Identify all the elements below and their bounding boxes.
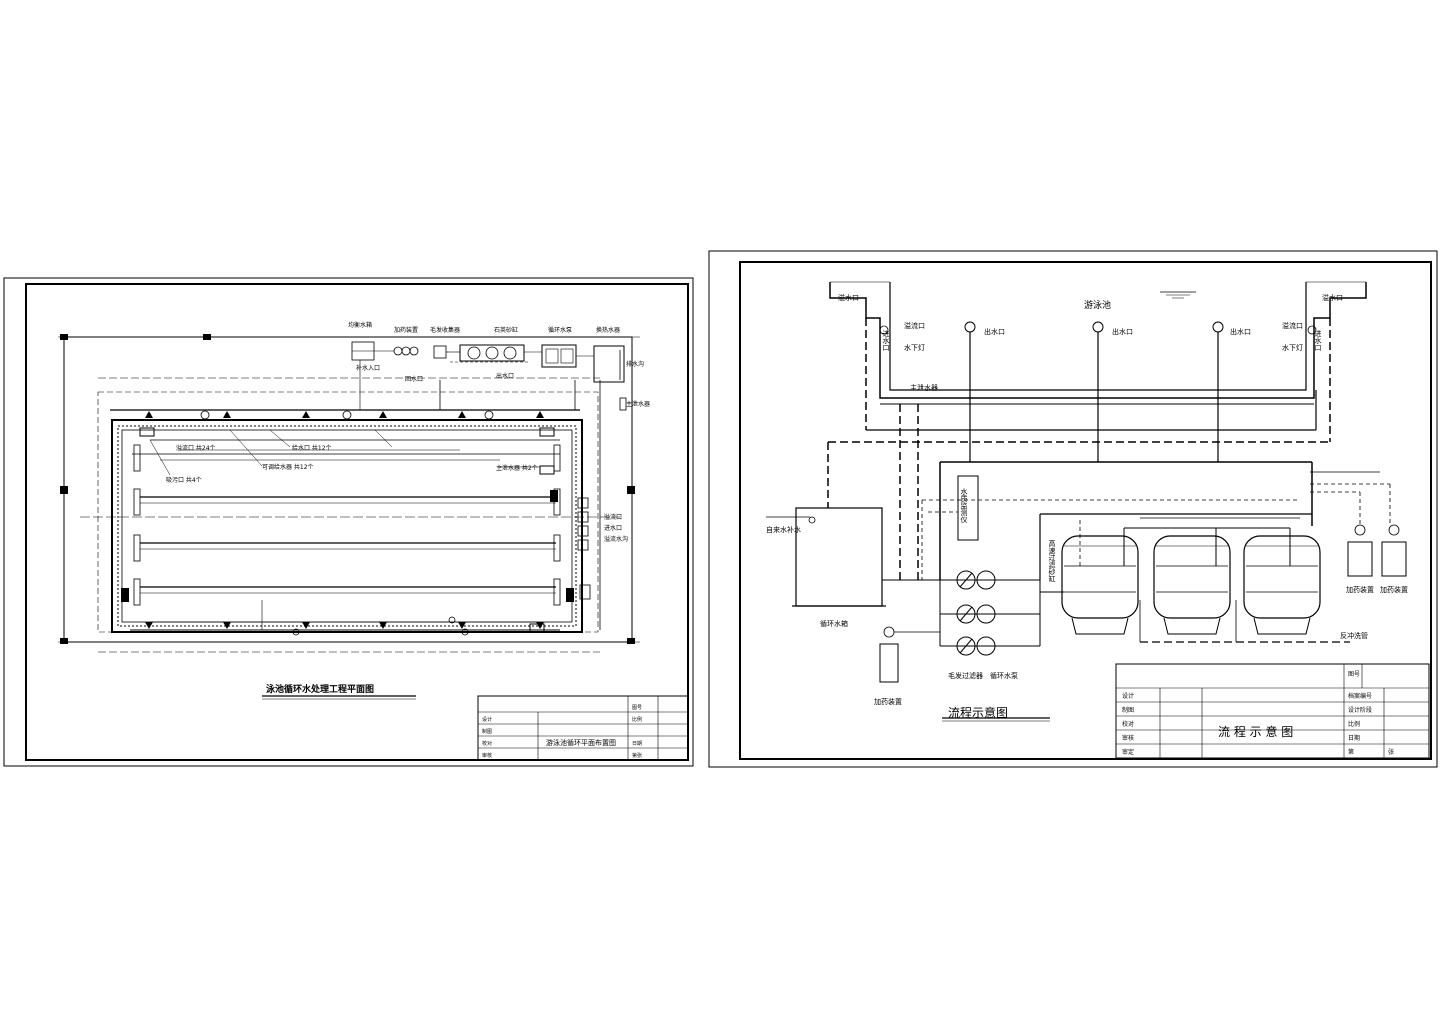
label-prefilter: 毛发过滤器: [948, 671, 983, 680]
label-tap-water: 自来水补水: [766, 525, 801, 534]
vt-quality-1: 水质监测仪: [960, 487, 968, 523]
label-balance-tank: 均衡水箱: [348, 321, 372, 329]
svg-text:图号: 图号: [632, 705, 642, 711]
svg-text:审核: 审核: [482, 752, 492, 759]
label-outlet: 出水口: [496, 372, 514, 380]
sheet2-drawing-name: 流 程 示 意 图: [1218, 724, 1293, 739]
label-overflow-right: 溢水口: [1322, 293, 1343, 302]
label-overflow-left: 溢水口: [838, 293, 859, 302]
dosing-tank-3: [879, 643, 899, 683]
label-pump: 循环水泵: [990, 671, 1018, 680]
label-dosing-1: 加药装置: [1346, 585, 1374, 594]
label-circ-pump: 循环水泵: [548, 326, 572, 334]
quality-monitor-box: [957, 475, 979, 541]
vt-inlet-left: 进水口: [882, 330, 890, 351]
dosing-tank-1: [1347, 541, 1373, 577]
sheet2-border-outer: [708, 250, 1438, 768]
label-overflow-pipe-left: 溢流口: [904, 321, 925, 330]
vt-filter: 高速过滤砂缸: [1048, 539, 1056, 582]
sheet1-title: 泳池循环水处理工程平面图: [266, 683, 374, 695]
label-main-drain: 主泄水器: [626, 400, 650, 408]
svg-text:图号: 图号: [1348, 671, 1360, 678]
sand-filter-symbol: [459, 344, 525, 362]
sheet2: [708, 250, 1438, 768]
sheet1-border-inner: [25, 283, 689, 761]
sheet1-titleblock: [477, 695, 689, 761]
label-outlet-2: 出水口: [1112, 327, 1133, 336]
svg-text:设计阶段: 设计阶段: [1348, 706, 1372, 714]
note-overflow: 溢流口 共24个: [176, 444, 216, 452]
sheet2-titleblock: [1115, 663, 1430, 759]
note-side: 可调给水器 共12个: [262, 463, 314, 471]
sand-filter-1: [1061, 535, 1139, 619]
svg-text:日期: 日期: [632, 741, 642, 747]
pool-label: 游泳池: [1084, 299, 1111, 311]
dosing-symbol: [433, 345, 447, 359]
label-side: 溢流水沟: [604, 535, 628, 543]
svg-text:校对: 校对: [1122, 720, 1134, 728]
label-prefilter: 毛发收集器: [430, 326, 460, 334]
dashed-guide: [97, 391, 599, 633]
pump-symbol: [541, 344, 577, 368]
label-sand-filter: 石英砂缸: [494, 326, 518, 334]
svg-text:审核: 审核: [1122, 734, 1134, 742]
label-dosing: 加药装置: [394, 326, 418, 334]
label-overflow: 溢流口: [604, 513, 622, 521]
svg-text:日期: 日期: [1348, 734, 1360, 742]
sheet1: [3, 277, 694, 767]
sand-filter-3: [1243, 535, 1321, 619]
sheet2-text: 游泳池 溢水口 溢水口 溢流口 溢流口 水下灯 水下灯 出水口 出水口 出水口 …: [766, 293, 1408, 756]
label-return: 回水口: [405, 375, 423, 383]
pool-gutter: [117, 425, 577, 627]
label-drain-left: 水下灯: [904, 343, 925, 352]
vt-inlet-right: 进水口: [1314, 330, 1322, 351]
sheet2-border-inner: [739, 261, 1432, 760]
label-drain: 排水沟: [626, 360, 644, 368]
label-dosing-2: 加药装置: [1380, 585, 1408, 594]
svg-text:审定: 审定: [1122, 748, 1134, 756]
svg-text:制图: 制图: [1122, 706, 1134, 714]
site-outline: [63, 336, 633, 643]
dosing-tank-2: [1381, 541, 1407, 577]
svg-text:张: 张: [1388, 748, 1394, 756]
svg-text:第张: 第张: [632, 752, 642, 759]
label-balance-tank: 循环水箱: [820, 619, 848, 628]
heater-symbol: [593, 345, 625, 383]
flow-balance-tank: [795, 507, 883, 607]
label-makeup: 补水入口: [356, 364, 380, 372]
label-outlet-3: 出水口: [1230, 327, 1251, 336]
sheet1-border-outer: [3, 277, 694, 767]
note-inlet: 给水口 共12个: [292, 444, 332, 452]
note-sweep: 吸污口 共4个: [166, 476, 202, 484]
label-main-drain: 主泄水器: [910, 383, 938, 392]
note-drain: 主泄水器 共2个: [496, 464, 538, 472]
svg-text:比例: 比例: [632, 716, 642, 723]
label-outlet-1: 出水口: [984, 327, 1005, 336]
svg-text:档案编号: 档案编号: [1348, 692, 1372, 700]
sheet2-title: 流程示意图: [948, 705, 1008, 720]
label-heater: 换热水器: [596, 326, 620, 334]
svg-text:设计: 设计: [1122, 692, 1134, 700]
svg-text:第: 第: [1348, 748, 1354, 756]
svg-text:制图: 制图: [482, 728, 492, 735]
svg-text:校对: 校对: [482, 740, 492, 747]
label-dosing-3: 加药装置: [874, 697, 902, 706]
label-drain-right: 水下灯: [1282, 343, 1303, 352]
label-inlet: 进水口: [604, 524, 622, 532]
sheet2-vertical-text: 水质监测仪 高速过滤砂缸 进水口 进水口: [882, 330, 1322, 582]
sheet1-drawing-name: 游泳池循环平面布置图: [546, 738, 616, 747]
label-backwash: 反冲洗管: [1340, 631, 1368, 640]
svg-text:比例: 比例: [1348, 720, 1360, 728]
sheet1-text: 均衡水箱 加药装置 毛发收集器 石英砂缸 循环水泵 换热水器 补水入口 回水口 …: [166, 321, 650, 759]
svg-text:设计: 设计: [482, 716, 492, 723]
label-overflow-pipe-right: 溢流口: [1282, 321, 1303, 330]
sand-filter-2: [1153, 535, 1231, 619]
